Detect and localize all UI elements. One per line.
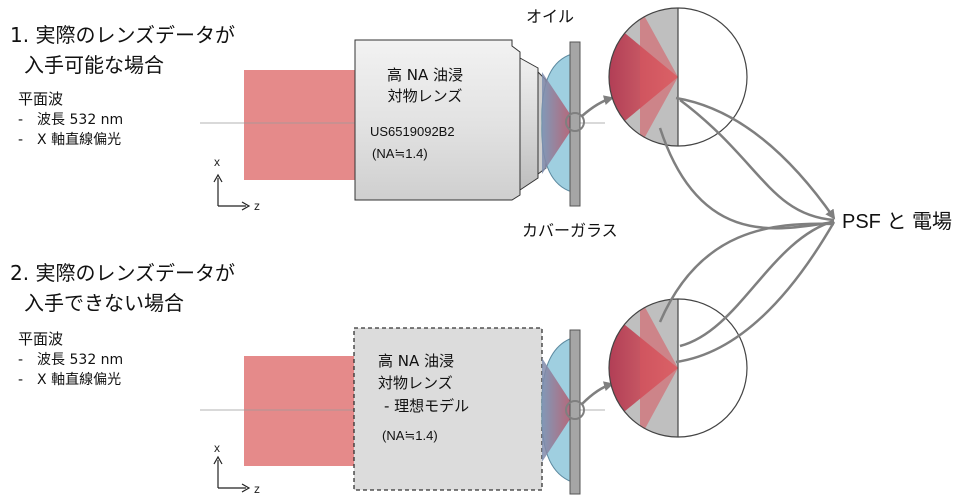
- case1-lens-na: (NA≒1.4): [372, 146, 428, 161]
- case1-axis-x-label: x: [214, 155, 220, 169]
- case2-zoom-marker: [565, 400, 585, 420]
- case2-source-title: 平面波: [18, 330, 63, 348]
- case2-lens-line2: 対物レンズ: [378, 374, 453, 392]
- case1-diagram: 1. 実際のレンズデータが 入手可能な場合 平面波 - 波長 532 nm - …: [10, 7, 748, 213]
- case1-source-title: 平面波: [18, 90, 63, 108]
- case2-cover-glass: [569, 329, 581, 495]
- case2-magnified-view: [608, 298, 748, 438]
- case1-lens-patent: US6519092B2: [370, 124, 455, 139]
- case2-lens-line3: - 理想モデル: [384, 397, 469, 415]
- case1-objective-lens: [354, 39, 547, 201]
- case1-beam: [244, 70, 359, 180]
- case2-axes: x z: [213, 441, 260, 496]
- case2-beam: [244, 356, 359, 466]
- case2-axis-x-label: x: [214, 441, 220, 455]
- cover-glass-label: カバーガラス: [522, 221, 618, 240]
- case2-lens-na: (NA≒1.4): [382, 428, 438, 443]
- oil-label: オイル: [526, 7, 574, 26]
- case2-source-polarization: - X 軸直線偏光: [18, 371, 121, 388]
- case1-source-wavelength: - 波長 532 nm: [18, 112, 123, 128]
- case1-zoom-arrow: [581, 95, 614, 117]
- case2-focus-cone: [542, 358, 576, 462]
- case1-axis-z-label: z: [254, 199, 260, 213]
- case1-lens-line1: 高 NA 油浸: [387, 66, 463, 84]
- output-arrows: [658, 96, 836, 364]
- case2-heading-line2: 入手できない場合: [24, 291, 184, 315]
- case1-magnified-view: [608, 7, 748, 147]
- case1-cover-glass: [569, 41, 581, 207]
- case1-axes: x z: [213, 155, 260, 213]
- case1-lens-line2: 対物レンズ: [388, 87, 463, 105]
- case2-axis-z-label: z: [254, 482, 260, 496]
- case1-zoom-marker: [565, 112, 585, 132]
- case2-zoom-arrow: [581, 381, 614, 405]
- case2-lens-line1: 高 NA 油浸: [378, 352, 454, 370]
- case1-heading-line2: 入手可能な場合: [24, 53, 164, 77]
- case1-source-polarization: - X 軸直線偏光: [18, 131, 121, 148]
- case2-diagram: 2. 実際のレンズデータが 入手できない場合 平面波 - 波長 532 nm -…: [10, 261, 748, 496]
- output-label: PSF と 電場: [842, 210, 952, 233]
- case1-focus-cone: [542, 72, 576, 174]
- case2-heading-line1: 2. 実際のレンズデータが: [10, 261, 235, 285]
- case2-ideal-lens: [353, 327, 543, 491]
- case2-source-wavelength: - 波長 532 nm: [18, 352, 123, 368]
- case1-heading-line1: 1. 実際のレンズデータが: [10, 23, 235, 47]
